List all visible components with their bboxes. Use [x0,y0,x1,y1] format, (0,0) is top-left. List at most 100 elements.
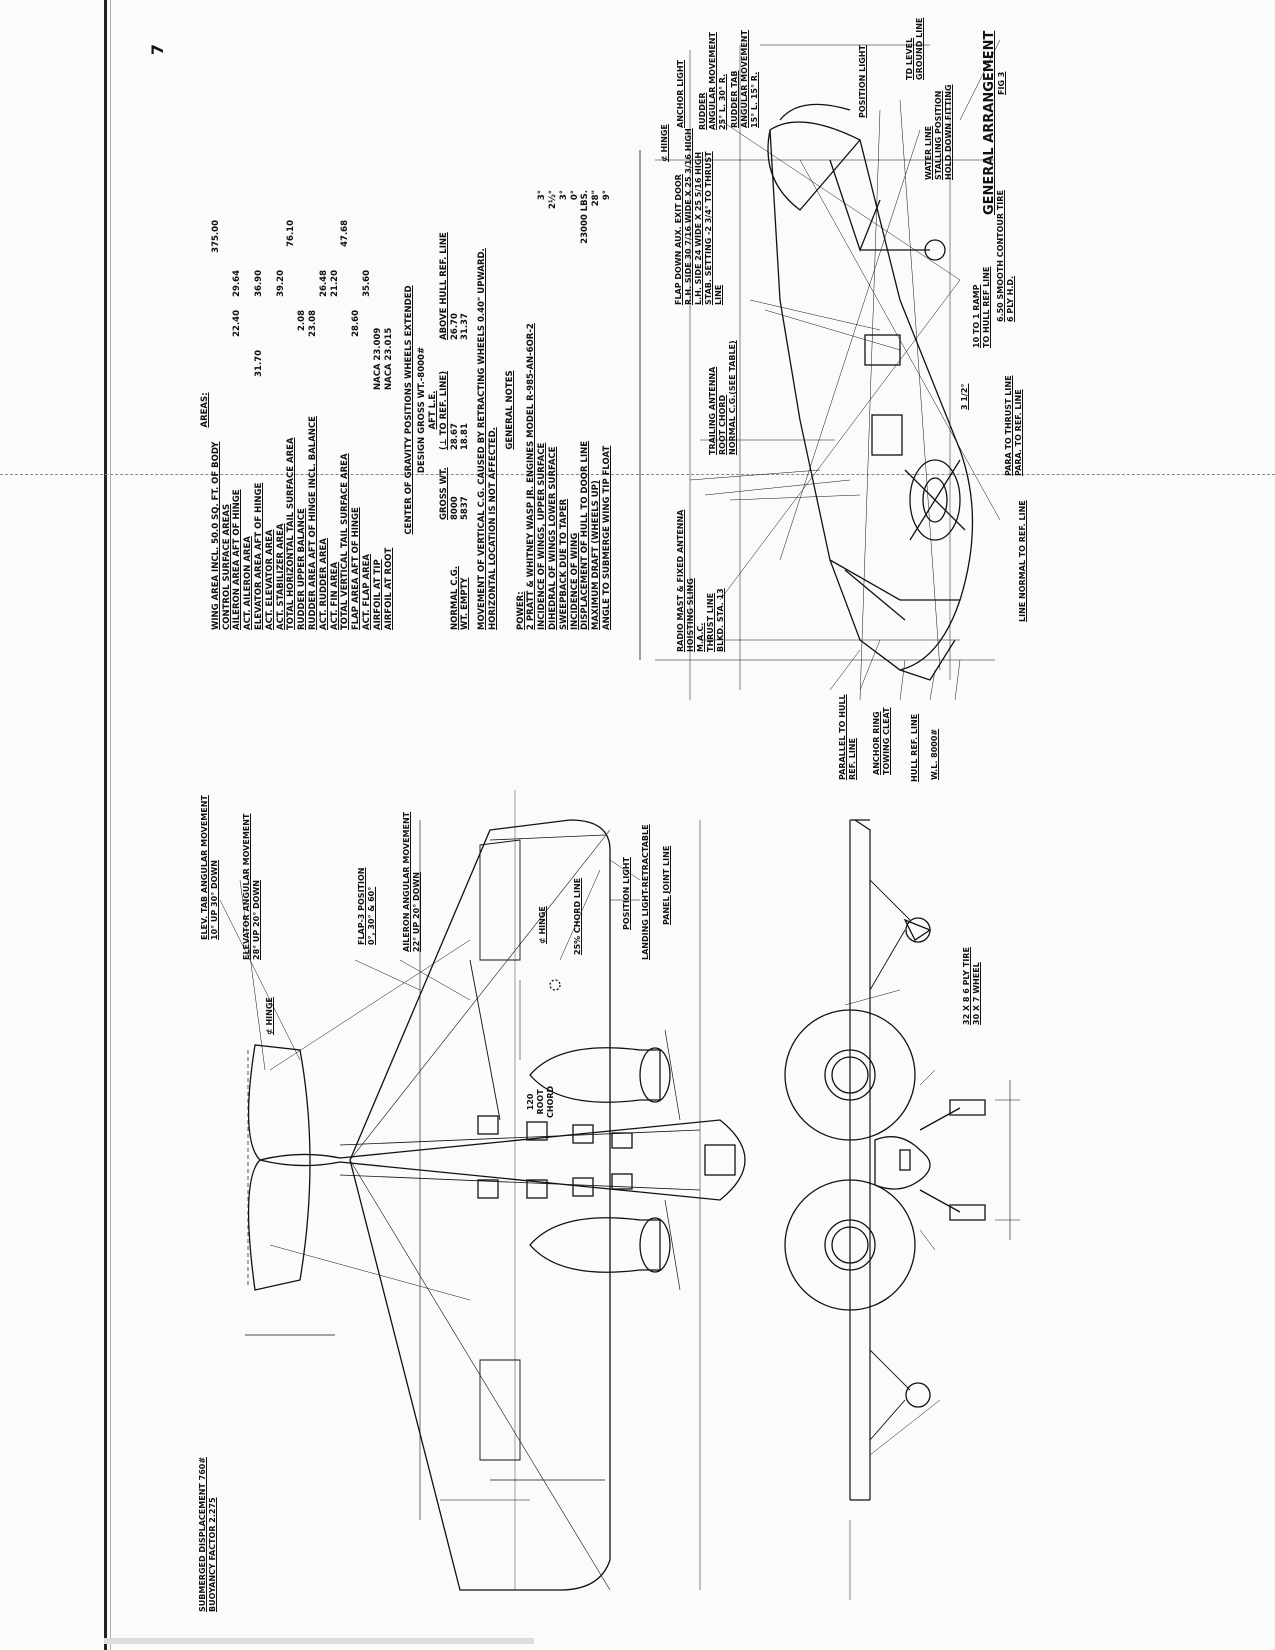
panel-joint: PANEL JOINT LINE [662,846,672,925]
anchor-ring-group: ANCHOR RING TOWING CLEAT [872,707,892,775]
label-hoisting-sling: HOISTING SLING [686,578,695,652]
water-line-group: WATER LINE STALLING POSITION HOLD DOWN F… [924,84,954,180]
front-tire-group: 32 X 8 6 PLY TIRE 30 X 7 WHEEL [962,947,982,1025]
position-light-side: POSITION LIGHT [858,45,868,118]
label-elev-tab-val: 10° UP 30° DOWN [210,860,219,940]
label-front-wheel: 30 X 7 WHEEL [972,962,981,1025]
label-landing-light: LANDING LIGHT-RETRACTABLE [641,824,650,960]
label-position-light-side: POSITION LIGHT [858,45,867,118]
exit-door-group: FLAP DOWN AUX. EXIT DOOR R.H. SIDE 30 7/… [674,128,724,305]
front-view [784,819,1020,1600]
label-para-thrust: PARA TO THRUST LINE [1004,375,1013,476]
hinge-plan-2: ⊄ HINGE [538,906,548,944]
label-towing-cleat: TOWING CLEAT [882,707,891,775]
label-hull-ref-line: HULL REF. LINE [910,713,919,782]
label-line: LINE [714,284,723,305]
scan-bottom-strip [104,1638,534,1644]
label-root-chord-side: ROOT CHORD [718,394,727,455]
label-mac: M.A.C. [696,622,705,652]
label-hull-ref: TO HULL REF LINE [982,266,991,348]
antenna-group: TRAILING ANTENNA ROOT CHORD NORMAL C.G.(… [708,340,738,455]
label-rudder-angular-val: 25° L. 30° R. [718,73,727,130]
label-flap-door: FLAP DOWN AUX. EXIT DOOR [674,174,683,305]
ramp-angle: 3 1/2° [960,384,970,410]
label-front-tire: 32 X 8 6 PLY TIRE [962,947,971,1025]
label-elev-tab: ELEV. TAB ANGULAR MOVEMENT [200,795,209,940]
wl-group: W.L. 8000# [930,729,940,780]
scan-edge-inner [110,0,111,1650]
scan-edge-left [104,0,107,1650]
label-td-level: TD LEVEL [905,37,914,80]
aileron-group: AILERON ANGULAR MOVEMENT 22° UP 20° DOWN [402,812,422,952]
rudder-tab-group: RUDDER TAB ANGULAR MOVEMENT 15° L. 15° R… [730,30,760,128]
radio-mast-group: RADIO MAST & FIXED ANTENNA HOISTING SLIN… [676,510,726,652]
label-rudder: RUDDER [698,92,707,130]
plan-view [219,790,746,1591]
hull-ref-line-group: HULL REF. LINE [910,714,920,782]
label-elev-angular-val: 28° UP 20° DOWN [252,880,261,960]
elev-angular-group: ELEVATOR ANGULAR MOVEMENT 28° UP 20° DOW… [242,814,262,960]
label-tire-side: 6.50 SMOOTH CONTOUR TIRE [996,190,1005,322]
label-position-light-plan: POSITION LIGHT [622,857,631,930]
label-rh-side: R.H. SIDE 30 7/16 WIDE X 25 3/16 HIGH [684,128,693,305]
label-root-chord-a: ROOT [536,1089,545,1115]
label-bulkhead-station: BLKD. STA. 13 [716,588,725,652]
side-profile-view [639,39,1001,701]
label-lh-side: L.H. SIDE 24 WIDE X 25 5/16 HIGH [694,151,703,305]
position-light-plan: POSITION LIGHT [622,857,632,930]
label-rudder-tab: RUDDER TAB [730,70,739,128]
label-para-ref: PARA. TO REF. LINE [1014,389,1023,476]
tire-side-group: 6.50 SMOOTH CONTOUR TIRE 6 PLY H.D. [996,190,1016,322]
label-buoyancy: BUOYANCY FACTOR 2.275 [208,1497,217,1612]
label-trailing-antenna: TRAILING ANTENNA [708,366,717,455]
label-stalling-position: STALLING POSITION [934,90,943,180]
label-thrust-line: THRUST LINE [706,592,715,652]
parallel-hull-group: PARALLEL TO HULL REF. LINE [838,694,858,780]
label-water-line: WATER LINE [924,125,933,180]
label-water-line-weight: W.L. 8000# [930,728,939,780]
root-chord-plan: 120 ROOT CHORD [526,1086,556,1118]
label-ground-line: GROUND LINE [915,17,924,80]
label-normal-cg: NORMAL C.G.(SEE TABLE) [728,340,737,455]
label-root-chord-num: 120 [526,1093,535,1111]
label-line-normal: LINE NORMAL TO REF. LINE [1018,500,1027,622]
flap-group: FLAP-3 POSITION 0°, 30° & 60° [357,868,377,945]
anchor-light-group: ANCHOR LIGHT [676,60,686,128]
label-hold-down: HOLD DOWN FITTING [944,84,953,180]
label-ramp: 10 TO 1 RAMP [972,284,981,349]
para-group: PARA TO THRUST LINE PARA. TO REF. LINE [1004,375,1024,476]
rudder-group: RUDDER ANGULAR MOVEMENT 25° L. 30° R. [698,32,728,130]
label-rudder-tab-val: 15° L. 15° R. [750,71,759,128]
label-flap-val: 0°, 30° & 60° [367,886,376,945]
label-parallel-hull: PARALLEL TO HULL [838,694,847,780]
line-normal-group: LINE NORMAL TO REF. LINE [1018,500,1028,622]
elev-tab-group: ELEV. TAB ANGULAR MOVEMENT 10° UP 30° DO… [200,795,220,940]
label-hinge-plan: ⊄ HINGE [265,997,274,1035]
label-aileron-val: 22° UP 20° DOWN [412,872,421,952]
ramp-group: 10 TO 1 RAMP TO HULL REF LINE [972,267,992,348]
chord-line-label: 25% CHORD LINE [573,878,583,955]
label-hinge-plan-2: ⊄ HINGE [538,906,547,944]
label-ramp-angle: 3 1/2° [960,383,969,410]
label-radio-mast: RADIO MAST & FIXED ANTENNA [676,509,685,652]
landing-light: LANDING LIGHT-RETRACTABLE [641,824,651,960]
label-rudder-angular: ANGULAR MOVEMENT [708,32,717,130]
hinge-side: ⊄ HINGE [660,124,670,162]
label-rudder-tab-angular: ANGULAR MOVEMENT [740,30,749,128]
label-hinge-side: ⊄ HINGE [660,124,669,162]
label-chord-line: 25% CHORD LINE [573,877,582,955]
page-fold-line [0,474,1275,476]
label-panel-joint: PANEL JOINT LINE [662,845,671,925]
label-root-chord-b: CHORD [546,1085,555,1118]
label-anchor-ring: ANCHOR RING [872,711,881,775]
label-ref-line: REF. LINE [848,738,857,780]
label-elev-angular: ELEVATOR ANGULAR MOVEMENT [242,813,251,960]
hinge-plan: ⊄ HINGE [265,997,275,1035]
label-submerged: SUBMERGED DISPLACEMENT 760# [198,1456,207,1612]
label-ply-side: 6 PLY H.D. [1006,275,1015,322]
td-level-group: TD LEVEL GROUND LINE [905,18,925,80]
label-flap: FLAP-3 POSITION [357,867,366,945]
label-anchor-light: ANCHOR LIGHT [676,60,685,128]
label-stab-setting: STAB. SETTING -2 3/4° TO THRUST [704,151,713,305]
